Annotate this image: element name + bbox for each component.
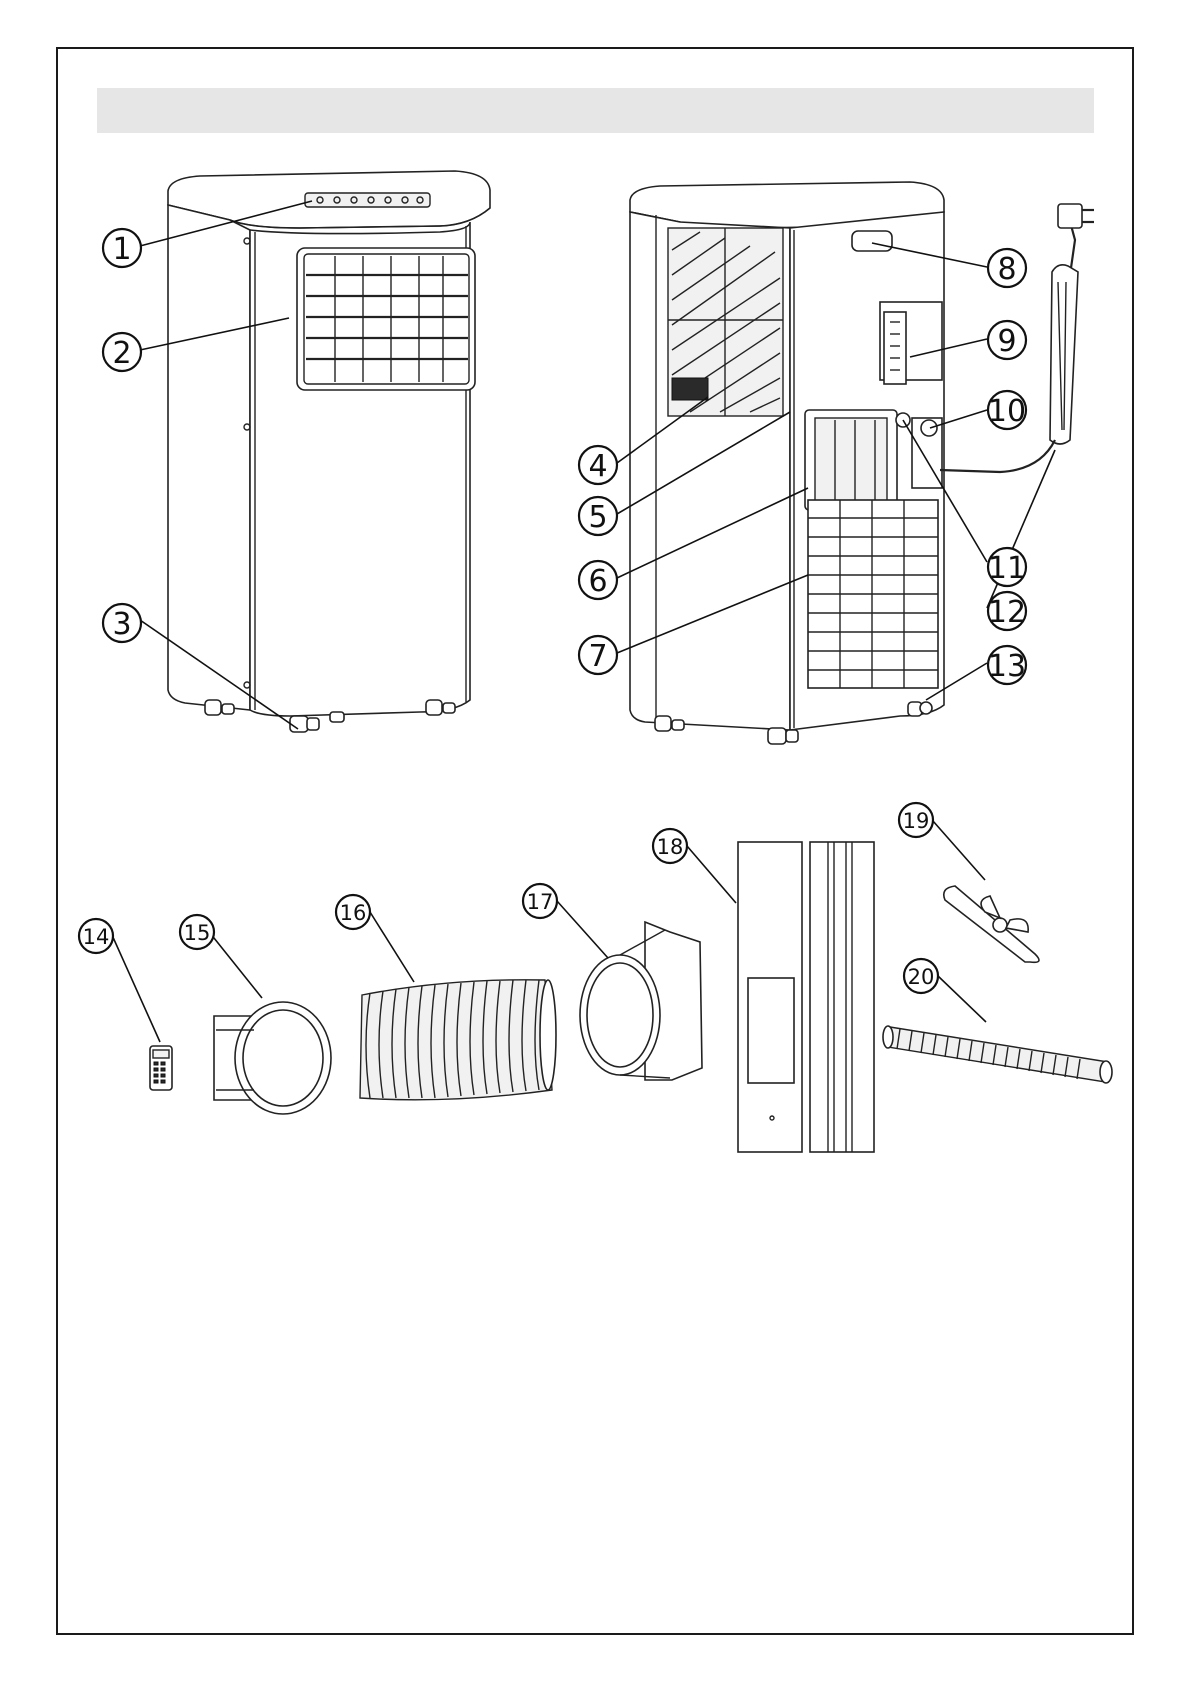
drain-hose-drawing (883, 1026, 1112, 1083)
cord-hook-drawing (944, 886, 1039, 962)
callout-number: 8 (997, 252, 1016, 287)
callout-badge: 16 (336, 895, 370, 929)
callout-badge: 2 (103, 333, 141, 371)
unit-hose-connector-drawing (214, 1002, 331, 1114)
callout-badge: 18 (653, 829, 687, 863)
callout-number: 18 (657, 835, 684, 859)
callout-number: 16 (340, 901, 367, 925)
callout-badge: 1 (103, 229, 141, 267)
callout-number: 1 (112, 232, 131, 267)
callout-badge: 13 (988, 646, 1026, 684)
callout-number: 6 (588, 564, 607, 599)
window-hose-connector-drawing (580, 922, 702, 1080)
callout-number: 14 (83, 925, 110, 949)
callout-badge: 12 (988, 592, 1026, 630)
callout-badge: 11 (988, 548, 1026, 586)
callout-badge: 20 (904, 959, 938, 993)
callout-number: 15 (184, 921, 211, 945)
callout-number: 2 (112, 336, 131, 371)
callout-badge: 19 (899, 803, 933, 837)
callout-number: 11 (988, 551, 1026, 586)
callout-number: 20 (908, 965, 935, 989)
callout-badge: 17 (523, 884, 557, 918)
callout-badge: 10 (988, 391, 1026, 429)
callout-badge: 6 (579, 561, 617, 599)
exhaust-hose-drawing (360, 980, 556, 1100)
callout-badge: 15 (180, 915, 214, 949)
callout-number: 5 (588, 500, 607, 535)
front-unit-drawing (168, 171, 490, 732)
callout-number: 4 (588, 449, 607, 484)
callout-number: 12 (988, 595, 1026, 630)
callout-number: 9 (997, 324, 1016, 359)
remote-control-drawing (150, 1046, 172, 1090)
callout-badge: 9 (988, 321, 1026, 359)
callout-badge: 14 (79, 919, 113, 953)
window-slider-kit-drawing (738, 842, 874, 1152)
callout-number: 19 (903, 809, 930, 833)
callout-number: 13 (988, 649, 1026, 684)
callout-number: 10 (988, 394, 1026, 429)
callout-badge: 5 (579, 497, 617, 535)
callout-badge: 3 (103, 604, 141, 642)
callout-number: 3 (112, 607, 131, 642)
callout-number: 17 (527, 890, 554, 914)
callout-badge: 4 (579, 446, 617, 484)
callout-badge: 7 (579, 636, 617, 674)
callout-badge: 8 (988, 249, 1026, 287)
callout-number: 7 (588, 639, 607, 674)
